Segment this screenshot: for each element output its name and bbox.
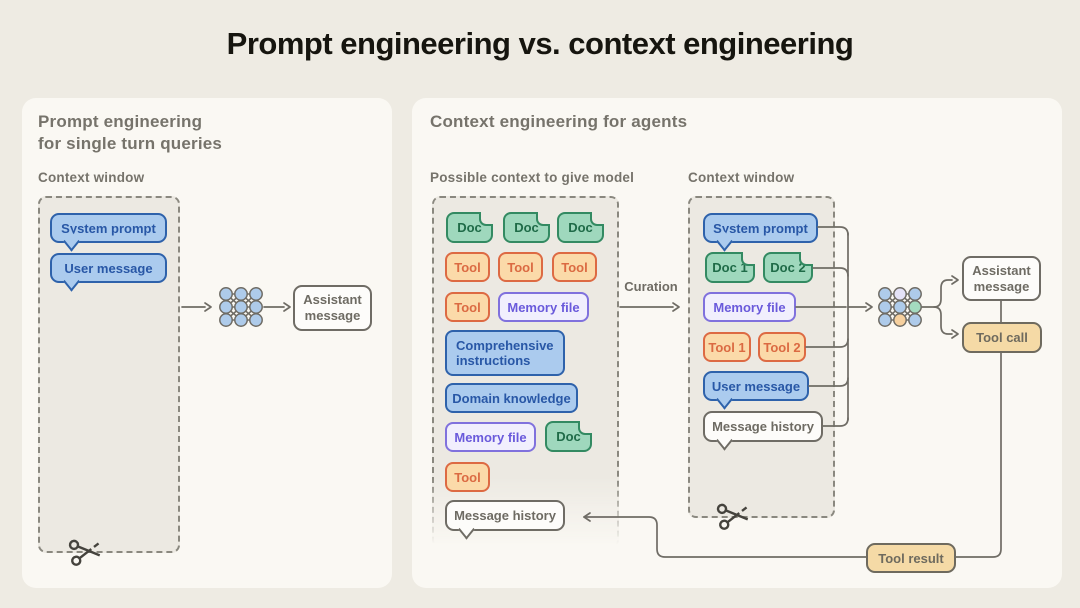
- pool-tool: Tool: [445, 292, 490, 322]
- chip-label: Memory file: [454, 429, 527, 445]
- chip-label: Tool: [507, 259, 534, 275]
- tool-result-label: Tool result: [878, 550, 944, 566]
- chip-label: Tool: [454, 299, 481, 315]
- possible-context-label: Possible context to give model: [430, 170, 635, 185]
- context-engineering-panel: Context engineering for agents Possible …: [412, 98, 1062, 588]
- left-context-window-box: [38, 196, 180, 553]
- chip-label: Doc 2: [770, 260, 806, 275]
- window-tool1: Tool 1: [703, 332, 751, 362]
- right-panel-title-text: Context engineering for agents: [430, 112, 688, 131]
- window-message-history-bubble: Message history: [703, 411, 823, 442]
- chip-label: Doc: [457, 220, 482, 235]
- scissors-icon: [716, 503, 749, 530]
- chip-label: Message history: [454, 508, 556, 523]
- scissors-icon: [68, 539, 101, 566]
- model-icon: [878, 287, 922, 327]
- left-context-window-label: Context window: [38, 170, 145, 185]
- pool-tool: Tool: [445, 252, 490, 282]
- tool-call-label: Tool call: [976, 330, 1028, 345]
- prompt-engineering-panel: Prompt engineering for single turn queri…: [22, 98, 392, 588]
- system-prompt-bubble: System prompt: [50, 213, 167, 243]
- assistant-message-label: Assistant message: [972, 262, 1031, 294]
- chip-label: Message history: [712, 419, 814, 434]
- model-icon: [219, 287, 263, 327]
- pool-doc: Doc: [503, 212, 550, 243]
- chip-label: Comprehensive instructions: [456, 338, 554, 368]
- user-message-bubble: User message: [50, 253, 167, 283]
- window-memory-file: Memory file: [703, 292, 796, 322]
- curation-label: Curation: [624, 279, 678, 294]
- left-panel-title-line1: Prompt engineering: [38, 112, 203, 131]
- pool-doc: Doc: [545, 421, 592, 452]
- pool-doc: Doc: [446, 212, 493, 243]
- left-panel-title: Prompt engineering for single turn queri…: [38, 111, 222, 155]
- left-panel-title-line2: for single turn queries: [38, 134, 223, 153]
- right-panel-title: Context engineering for agents: [430, 111, 687, 133]
- window-doc2: Doc 2: [763, 252, 813, 283]
- system-prompt-label: System prompt: [61, 220, 156, 236]
- chip-label: Tool 1: [708, 339, 746, 355]
- window-system-prompt-bubble: System prompt: [703, 213, 818, 243]
- chip-label: Tool: [454, 469, 481, 485]
- pool-message-history-bubble: Message history: [445, 500, 565, 531]
- chip-label: Domain knowledge: [452, 390, 571, 406]
- chip-label: Doc 1: [712, 260, 748, 275]
- window-user-message-bubble: User message: [703, 371, 809, 401]
- tool-call-box: Tool call: [962, 322, 1042, 353]
- chip-label: Memory file: [507, 299, 580, 315]
- chip-label: System prompt: [713, 220, 808, 236]
- pool-tool: Tool: [498, 252, 543, 282]
- assistant-message-box: Assistant message: [293, 285, 372, 331]
- chip-label: Memory file: [713, 299, 786, 315]
- pool-tool: Tool: [445, 462, 490, 492]
- assistant-message-label: Assistant message: [303, 292, 362, 323]
- pool-comprehensive-instructions: Comprehensive instructions: [445, 330, 565, 376]
- user-message-label: User message: [64, 260, 153, 276]
- right-context-window-label: Context window: [688, 170, 795, 185]
- tool-result-box: Tool result: [866, 543, 956, 573]
- pool-tool: Tool: [552, 252, 597, 282]
- assistant-message-box: Assistant message: [962, 256, 1041, 301]
- pool-domain-knowledge: Domain knowledge: [445, 383, 578, 413]
- chip-label: User message: [711, 378, 801, 394]
- chip-label: Doc: [556, 429, 581, 444]
- pool-memory-file: Memory file: [498, 292, 589, 322]
- window-doc1: Doc 1: [705, 252, 755, 283]
- chip-label: Tool 2: [763, 339, 801, 355]
- chip-label: Doc: [514, 220, 539, 235]
- pool-memory-file: Memory file: [445, 422, 536, 452]
- chip-label: Doc: [568, 220, 593, 235]
- window-tool2: Tool 2: [758, 332, 806, 362]
- chip-label: Tool: [561, 259, 588, 275]
- chip-label: Tool: [454, 259, 481, 275]
- pool-doc: Doc: [557, 212, 604, 243]
- page-title: Prompt engineering vs. context engineeri…: [226, 26, 854, 61]
